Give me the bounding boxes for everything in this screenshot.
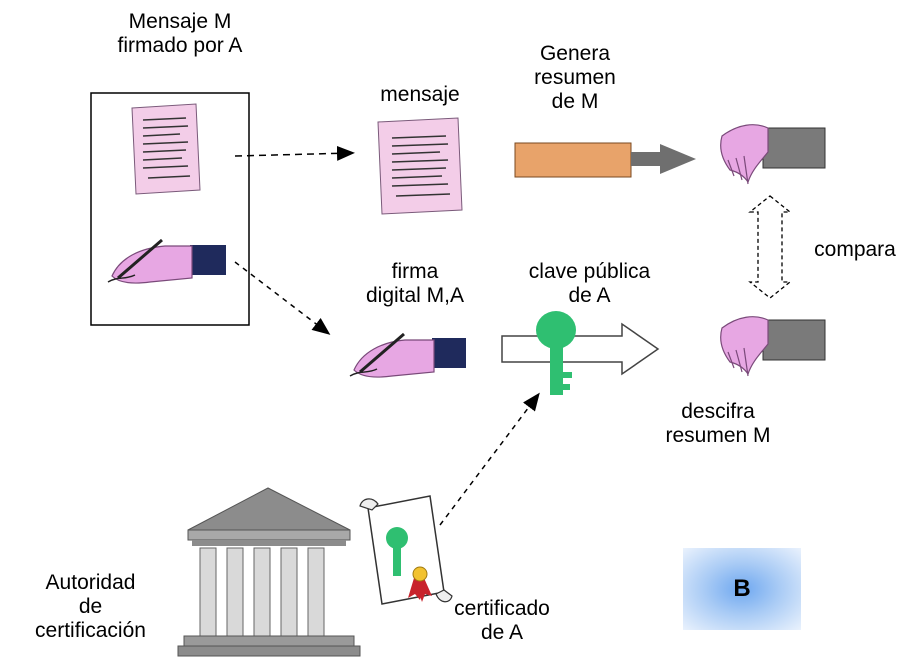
label-decrypt-digest: descifra resumen M [665,400,771,447]
label-digital-signature: firma digital M,A [365,260,465,307]
label-certification-authority: Autoridad de certificación [35,571,146,642]
hand-signing-icon [349,332,466,378]
label-signed-message: Mensaje M firmado por A [117,10,243,57]
scroll-certificate-icon [359,495,453,605]
b-badge-label: B [733,575,751,602]
hand-holding-block-icon [720,316,826,377]
arrow-box-to-message [234,145,355,161]
label-message: mensaje [380,83,460,106]
document-icon [377,117,463,215]
compare-double-arrow [748,195,792,299]
label-public-key: clave pública de A [528,260,651,307]
arrow-certificate-to-key [439,392,540,526]
hand-holding-block-icon [720,124,826,185]
seal-icon [408,566,432,602]
b-badge: B [683,548,801,630]
hand-signing-icon [107,238,226,284]
label-compare: compara [814,238,896,261]
document-icon [131,103,201,195]
signed-message-frame [90,92,250,326]
label-generate-digest: Genera resumen de M [534,42,616,113]
public-key-arrow [501,322,660,376]
digest-generator-arrow [514,142,696,178]
label-certificate: certificado de A [454,597,550,644]
key-icon [536,311,576,395]
building-icon [177,487,361,657]
